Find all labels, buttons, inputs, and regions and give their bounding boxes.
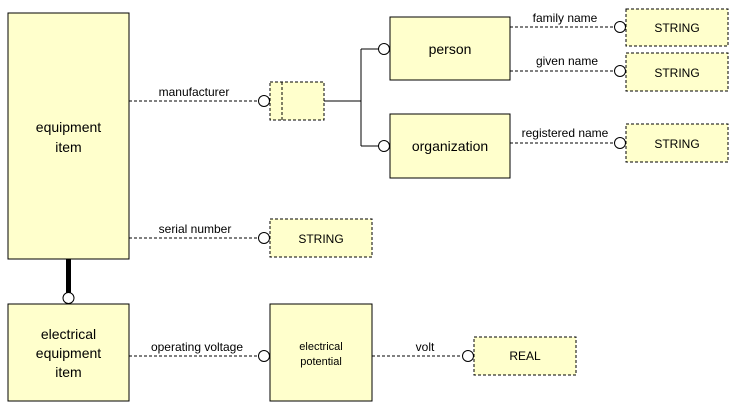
type-string-given-name[interactable]: STRING [625, 52, 729, 92]
entity-person[interactable]: person [389, 16, 511, 81]
relation-volt-label: volt [416, 340, 435, 354]
entity-equipment-item[interactable]: equipment item [7, 12, 130, 260]
relation-given-name[interactable]: given name [510, 54, 626, 77]
entity-electrical-potential[interactable]: electrical potential [269, 303, 373, 402]
entity-electrical-equipment-item-label-line2: equipment [36, 345, 101, 361]
entity-electrical-potential-label-line1: electrical [299, 341, 342, 353]
type-string-label: STRING [654, 137, 699, 151]
type-real-label: REAL [509, 349, 541, 363]
relation-registered-name-label: registered name [522, 126, 609, 140]
entity-electrical-equipment-item[interactable]: electrical equipment item [7, 303, 130, 402]
relation-manufacturer[interactable]: manufacturer [129, 85, 270, 107]
entity-equipment-item-label-line2: item [55, 139, 81, 155]
relation-family-name-label: family name [533, 11, 598, 25]
type-string-family-name[interactable]: STRING [625, 8, 729, 47]
select-type-box[interactable] [269, 81, 325, 121]
relation-registered-name[interactable]: registered name [510, 126, 626, 149]
type-string-label: STRING [654, 21, 699, 35]
entity-electrical-equipment-item-label-line3: item [55, 364, 81, 380]
relation-operating-voltage[interactable]: operating voltage [129, 340, 270, 362]
relation-given-name-label: given name [536, 54, 598, 68]
type-string-label: STRING [654, 66, 699, 80]
entity-organization-label: organization [412, 138, 488, 154]
select-branches [324, 43, 390, 152]
type-real[interactable]: REAL [473, 336, 577, 376]
entity-person-label: person [429, 41, 472, 57]
entity-electrical-equipment-item-label-line1: electrical [41, 326, 96, 342]
relation-operating-voltage-label: operating voltage [151, 340, 243, 354]
entity-equipment-item-label-line1: equipment [36, 119, 101, 135]
relation-family-name[interactable]: family name [510, 11, 626, 33]
relation-serial-number-label: serial number [159, 222, 232, 236]
relation-serial-number[interactable]: serial number [129, 222, 270, 244]
entity-electrical-potential-label-line2: potential [300, 356, 342, 368]
type-string-label: STRING [298, 232, 343, 246]
relation-manufacturer-label: manufacturer [159, 85, 230, 99]
type-string-serial-number[interactable]: STRING [269, 218, 373, 258]
entity-organization[interactable]: organization [389, 113, 511, 179]
relation-volt[interactable]: volt [372, 340, 474, 362]
type-string-registered-name[interactable]: STRING [625, 123, 729, 163]
subtype-relationship [62, 259, 75, 304]
